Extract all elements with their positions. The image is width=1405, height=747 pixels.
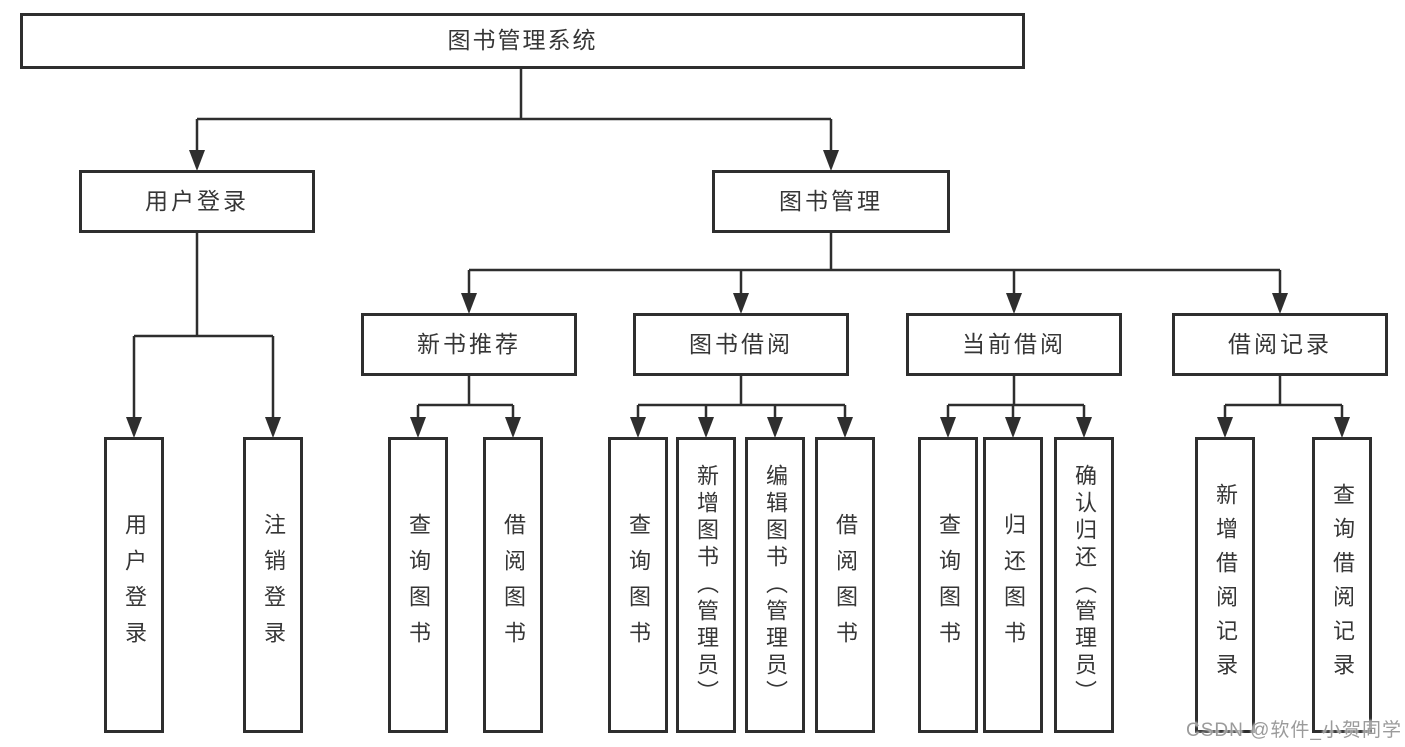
connector-book-borrow-to-leaves xyxy=(636,376,847,420)
arrowhead-icon xyxy=(461,293,477,314)
node-label: 确认归还（管理员） xyxy=(1072,463,1097,707)
leaf-user-login: 用户登录 xyxy=(104,437,164,733)
node-label: 图书管理系统 xyxy=(447,27,598,54)
node-current-borrow: 当前借阅 xyxy=(906,313,1122,376)
arrowhead-icon xyxy=(410,417,426,438)
leaf-add-books-admin: 新增图书（管理员） xyxy=(676,437,736,733)
node-label: 归还图书 xyxy=(1001,513,1026,657)
arrowhead-icon xyxy=(823,150,839,171)
arrowhead-icon xyxy=(126,417,142,438)
arrowhead-icon xyxy=(733,293,749,314)
connector-user-login-to-leaves xyxy=(132,233,275,420)
node-label: 借阅图书 xyxy=(501,513,526,657)
arrowhead-icon xyxy=(767,417,783,438)
connector-root-to-level2 xyxy=(195,69,833,153)
connector-book-management-to-level3 xyxy=(467,233,1282,296)
arrowhead-icon xyxy=(505,417,521,438)
leaf-confirm-return-admin: 确认归还（管理员） xyxy=(1054,437,1114,733)
arrowhead-icon xyxy=(1076,417,1092,438)
node-label: 图书管理 xyxy=(779,187,883,214)
node-label: 编辑图书（管理员） xyxy=(763,463,788,707)
arrowhead-icon xyxy=(1217,417,1233,438)
csdn-watermark: CSDN @软件_小贺同学 xyxy=(1186,720,1402,741)
connector-current-borrow-to-leaves xyxy=(946,376,1086,420)
leaf-query-books-borrow: 查询图书 xyxy=(608,437,668,733)
arrowhead-icon xyxy=(189,150,205,171)
node-label: 查询借阅记录 xyxy=(1330,483,1355,687)
node-user-login: 用户登录 xyxy=(79,170,315,233)
arrowheads xyxy=(126,150,1350,438)
node-label: 查询图书 xyxy=(936,513,961,657)
leaf-borrow-books: 借阅图书 xyxy=(815,437,875,733)
arrowhead-icon xyxy=(1005,417,1021,438)
arrowhead-icon xyxy=(1334,417,1350,438)
connector-borrow-records-to-leaves xyxy=(1223,376,1344,420)
node-borrow-records: 借阅记录 xyxy=(1172,313,1388,376)
leaf-query-books-recommend: 查询图书 xyxy=(388,437,448,733)
node-label: 查询图书 xyxy=(406,513,431,657)
node-label: 当前借阅 xyxy=(962,330,1066,357)
node-label: 新增图书（管理员） xyxy=(694,463,719,707)
leaf-logout: 注销登录 xyxy=(243,437,303,733)
node-label: 借阅记录 xyxy=(1228,330,1332,357)
arrowhead-icon xyxy=(940,417,956,438)
arrowhead-icon xyxy=(698,417,714,438)
arrowhead-icon xyxy=(265,417,281,438)
node-book-management: 图书管理 xyxy=(712,170,950,233)
arrowhead-icon xyxy=(837,417,853,438)
leaf-query-books-current: 查询图书 xyxy=(918,437,978,733)
leaf-edit-books-admin: 编辑图书（管理员） xyxy=(745,437,805,733)
node-label: 用户登录 xyxy=(145,187,249,214)
arrowhead-icon xyxy=(1272,293,1288,314)
leaf-return-books: 归还图书 xyxy=(983,437,1043,733)
node-book-borrow: 图书借阅 xyxy=(633,313,849,376)
node-root-library-system: 图书管理系统 xyxy=(20,13,1025,69)
node-new-book-recommend: 新书推荐 xyxy=(361,313,577,376)
node-label: 注销登录 xyxy=(261,513,286,657)
leaf-add-borrow-record: 新增借阅记录 xyxy=(1195,437,1255,733)
node-label: 新增借阅记录 xyxy=(1213,483,1238,687)
connector-new-book-recommend-to-leaves xyxy=(416,376,515,420)
arrowhead-icon xyxy=(1006,293,1022,314)
leaf-query-borrow-record: 查询借阅记录 xyxy=(1312,437,1372,733)
leaf-borrow-books-recommend: 借阅图书 xyxy=(483,437,543,733)
node-label: 借阅图书 xyxy=(833,513,858,657)
node-label: 用户登录 xyxy=(122,513,147,657)
node-label: 新书推荐 xyxy=(417,330,521,357)
arrowhead-icon xyxy=(630,417,646,438)
node-label: 图书借阅 xyxy=(689,330,793,357)
node-label: 查询图书 xyxy=(626,513,651,657)
